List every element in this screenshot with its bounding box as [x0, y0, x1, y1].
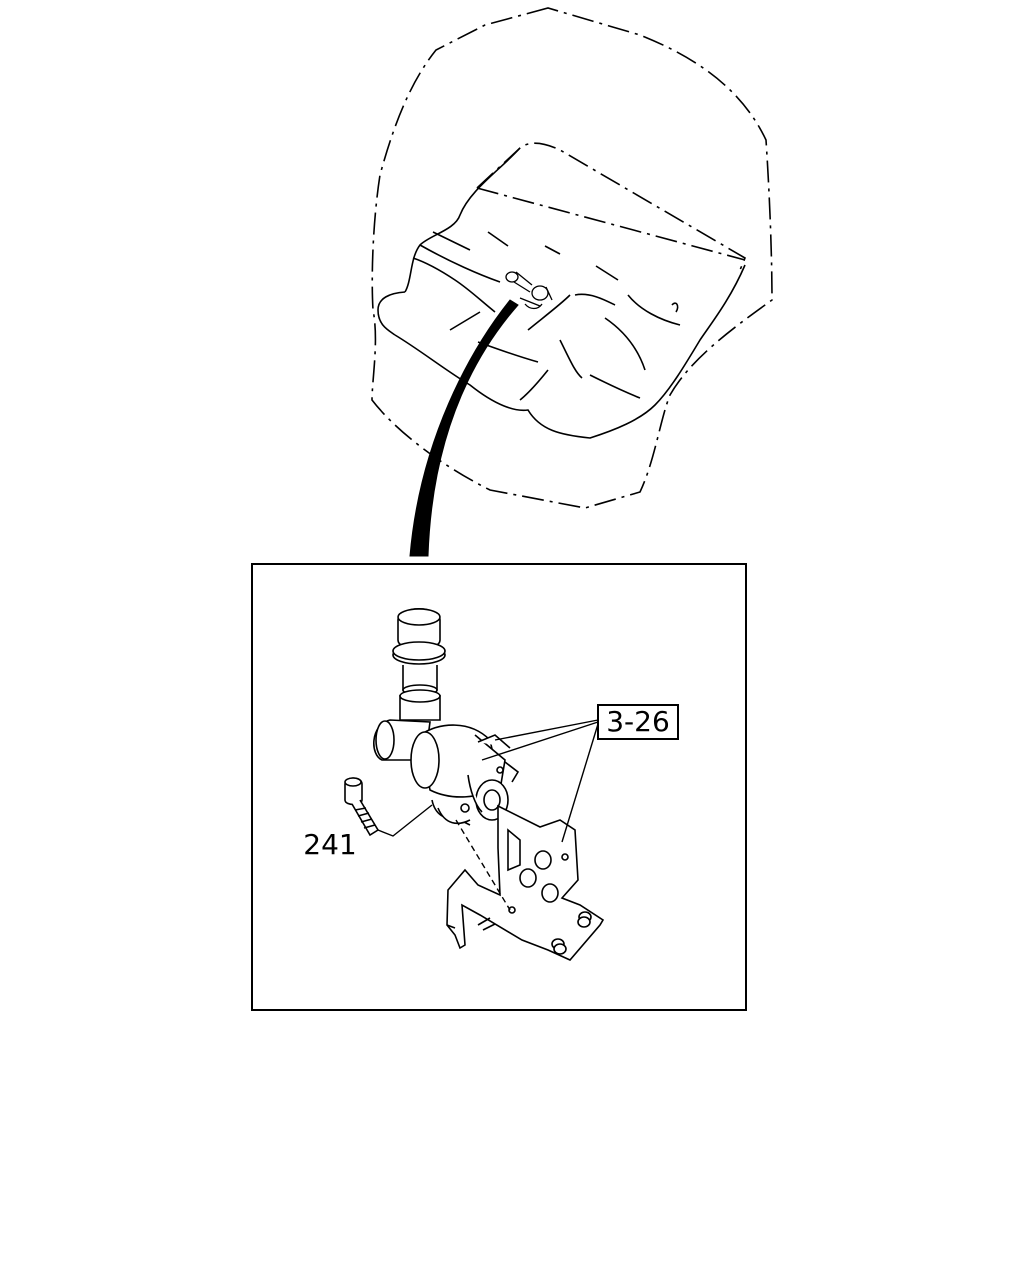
overview-part-marker	[505, 271, 553, 310]
callout-241-label: 241	[303, 828, 356, 861]
engine-cover-icon	[371, 7, 773, 509]
detail-leader	[409, 299, 519, 557]
detail-frame	[251, 563, 747, 1011]
bolt-241-icon	[344, 777, 380, 837]
solenoid-valve-icon	[373, 608, 605, 961]
callout-3-26-label: 3-26	[606, 705, 670, 738]
callout-leaders	[377, 719, 599, 911]
callout-3-26: 3-26	[597, 704, 679, 740]
